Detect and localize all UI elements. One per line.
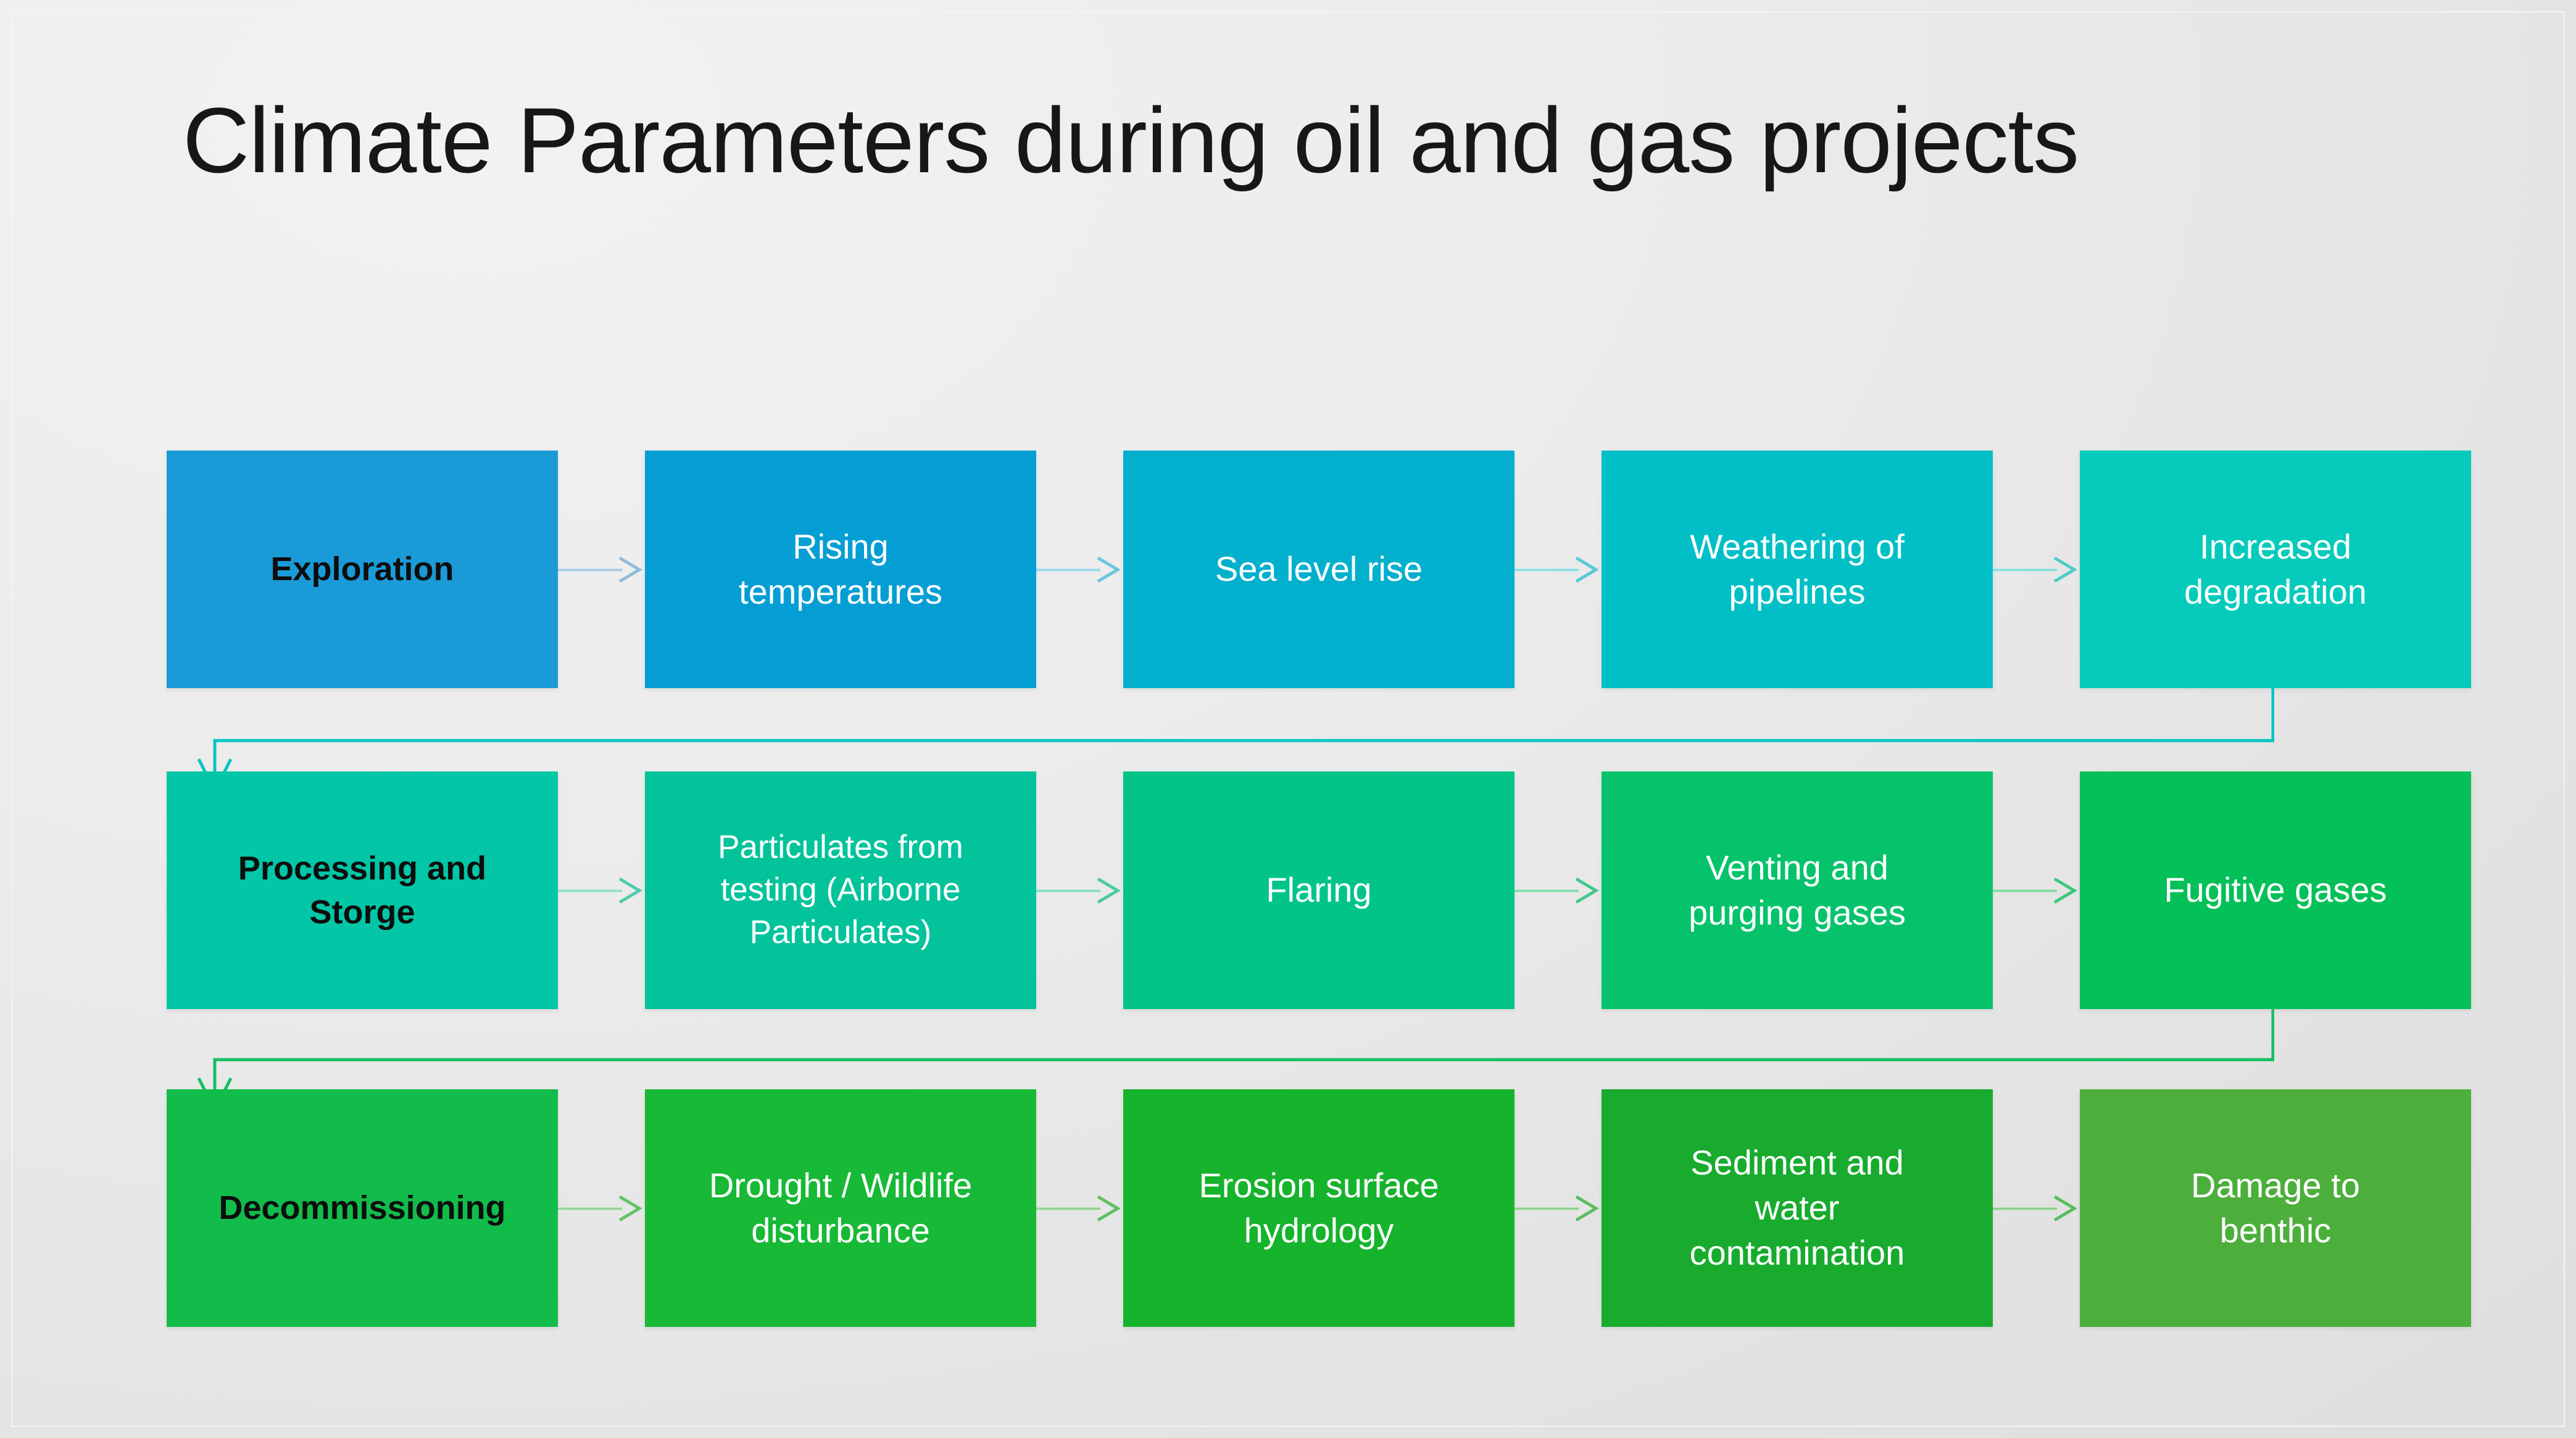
arrowhead-icon	[1094, 555, 1121, 584]
flow-item[interactable]: Damage to benthic	[2080, 1089, 2471, 1327]
arrow-connector	[1514, 1190, 1601, 1227]
arrowhead-icon	[2051, 876, 2078, 905]
flow-item[interactable]: Venting and purging gases	[1602, 771, 1993, 1009]
flow-item[interactable]: Erosion surface hydrology	[1123, 1089, 1514, 1327]
arrowhead-icon	[616, 876, 643, 905]
flow-item[interactable]: Increased degradation	[2080, 451, 2471, 688]
arrow-connector	[1036, 551, 1123, 588]
arrowhead-icon	[2051, 1194, 2078, 1223]
arrow-connector	[1036, 1190, 1123, 1227]
arrow-connector	[558, 872, 644, 909]
arrow-connector	[1993, 1190, 2079, 1227]
arrowhead-icon	[1573, 876, 1600, 905]
flow-item[interactable]: Rising temperatures	[645, 451, 1036, 688]
flow-item[interactable]: Flaring	[1123, 771, 1514, 1009]
flow-item[interactable]: Sea level rise	[1123, 451, 1514, 688]
stage-box-exploration[interactable]: Exploration	[167, 451, 558, 688]
arrowhead-icon	[616, 555, 643, 584]
arrow-connector	[558, 551, 644, 588]
arrow-connector	[558, 1190, 644, 1227]
arrow-connector	[1514, 872, 1601, 909]
arrow-connector	[1514, 551, 1601, 588]
flow-row-exploration: Exploration Rising temperatures Sea leve…	[167, 451, 2471, 688]
arrow-connector	[1993, 872, 2079, 909]
flow-item[interactable]: Weathering of pipelines	[1602, 451, 1993, 688]
stage-box-decommissioning[interactable]: Decommissioning	[167, 1089, 558, 1327]
arrowhead-icon	[2051, 555, 2078, 584]
arrow-connector	[1036, 872, 1123, 909]
flow-item[interactable]: Sediment and water contamination	[1602, 1089, 1993, 1327]
flow-item[interactable]: Particulates from testing (Airborne Part…	[645, 771, 1036, 1009]
flow-row-decommissioning: Decommissioning Drought / Wildlife distu…	[167, 1089, 2471, 1327]
arrow-connector	[1993, 551, 2079, 588]
flow-item[interactable]: Drought / Wildlife disturbance	[645, 1089, 1036, 1327]
arrowhead-icon	[1573, 1194, 1600, 1223]
page-title: Climate Parameters during oil and gas pr…	[183, 88, 2079, 192]
arrowhead-icon	[616, 1194, 643, 1223]
arrowhead-icon	[1094, 1194, 1121, 1223]
flow-item[interactable]: Fugitive gases	[2080, 771, 2471, 1009]
arrowhead-icon	[1094, 876, 1121, 905]
stage-box-processing-and-storage[interactable]: Processing and Storge	[167, 771, 558, 1009]
arrowhead-icon	[1573, 555, 1600, 584]
flow-row-processing-and-storage: Processing and Storge Particulates from …	[167, 771, 2471, 1009]
